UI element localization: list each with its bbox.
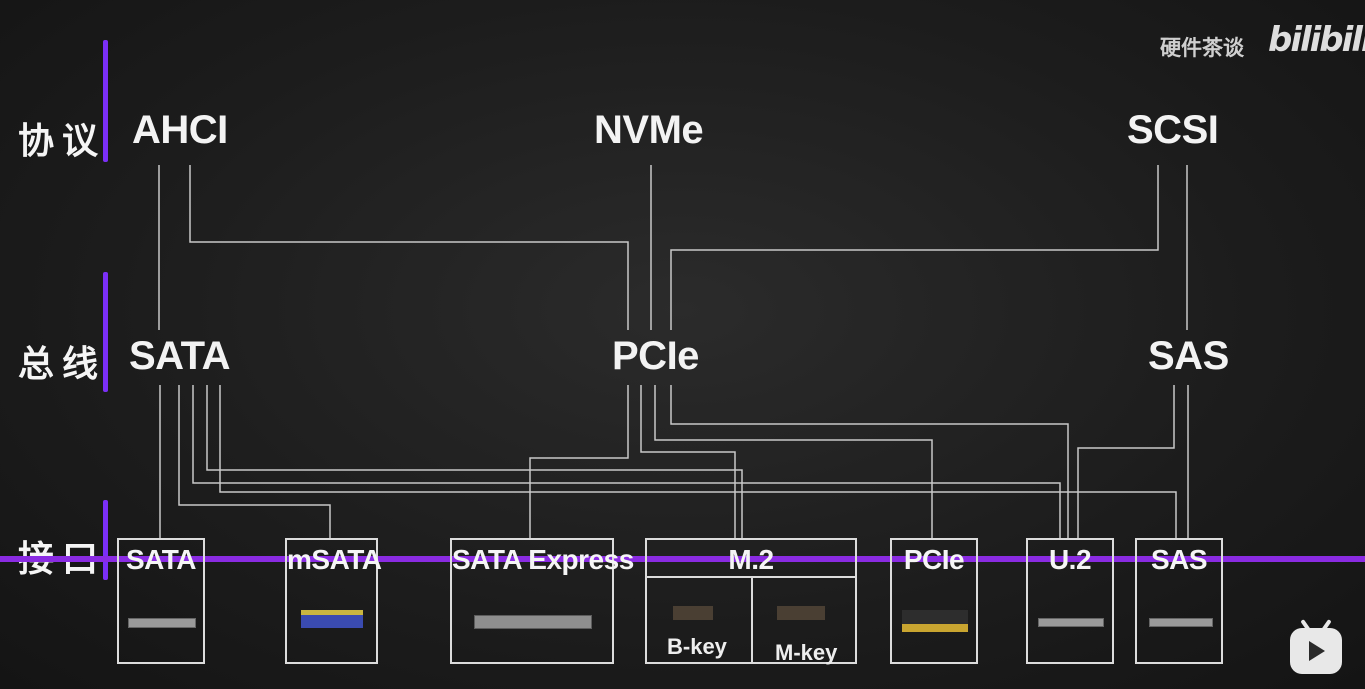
protocol-bar	[103, 40, 108, 162]
msata-connector-icon	[301, 610, 363, 628]
sas-connector-icon	[1149, 618, 1213, 627]
channel-watermark: 硬件茶谈	[1160, 36, 1244, 60]
bus-sata: SATA	[129, 334, 230, 378]
interface-sata-express: SATA Express	[450, 538, 634, 664]
interface-pcie: PCIe	[890, 538, 978, 664]
interface-pcie-label: PCIe	[903, 544, 965, 575]
interface-msata-label: mSATA	[287, 544, 382, 575]
interface-u2-label: U.2	[1048, 544, 1092, 575]
bus-bar	[103, 272, 108, 392]
interface-sata: SATA	[117, 538, 205, 664]
interface-sata-express-label: SATA Express	[452, 544, 634, 575]
interface-sas-label: SAS	[1150, 544, 1208, 575]
interface-baseline	[0, 556, 1365, 562]
u2-connector-icon	[1038, 618, 1104, 627]
bilibili-tv-icon[interactable]	[1290, 628, 1342, 674]
m2-mkey-label: M-key	[775, 640, 838, 665]
m2-divider	[751, 578, 753, 664]
interface-sata-label: SATA	[125, 544, 197, 575]
bus-sas: SAS	[1148, 334, 1229, 378]
row-label-protocol: 协议	[18, 121, 107, 162]
bus-pcie: PCIe	[612, 334, 699, 378]
row-label-bus: 总线	[18, 344, 107, 385]
m2-bkey-label: B-key	[667, 634, 727, 659]
m2-mkey-connector-icon	[777, 606, 825, 620]
protocol-nvme: NVMe	[594, 108, 704, 152]
interface-u2: U.2	[1026, 538, 1114, 664]
sata-express-connector-icon	[474, 615, 592, 629]
sata-connector-icon	[128, 618, 196, 628]
protocol-ahci: AHCI	[132, 108, 228, 152]
interface-m2-label: M.2	[647, 540, 855, 578]
interface-msata: mSATA	[285, 538, 382, 664]
bilibili-logo: bilibili	[1268, 20, 1365, 60]
interface-m2: M.2 B-key M-key	[645, 538, 857, 665]
protocol-scsi: SCSI	[1127, 108, 1219, 152]
pcie-connector-icon	[902, 610, 968, 632]
m2-bkey-connector-icon	[673, 606, 713, 620]
interface-bar	[103, 500, 108, 580]
interface-sas: SAS	[1135, 538, 1223, 664]
